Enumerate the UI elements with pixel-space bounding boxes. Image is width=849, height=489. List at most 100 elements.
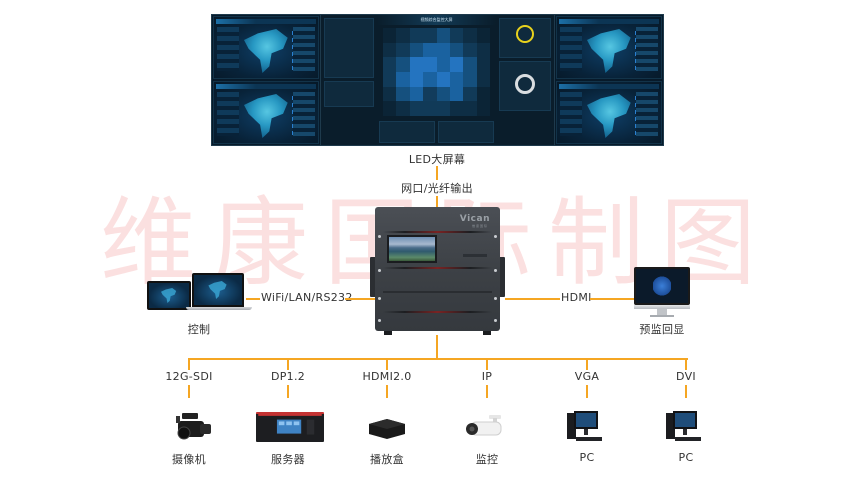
mosaic-cell bbox=[476, 101, 490, 116]
mosaic-cell bbox=[436, 72, 450, 87]
map-dashboard-panel bbox=[556, 81, 662, 144]
input-interface-label: 12G-SDI bbox=[165, 370, 213, 383]
mosaic-cell bbox=[463, 28, 477, 43]
input-branch-line bbox=[386, 358, 388, 370]
preview-link-line-right bbox=[590, 298, 634, 300]
mosaic-cell bbox=[409, 42, 424, 58]
desktop-pc-icon bbox=[666, 411, 701, 441]
monitor-neck bbox=[657, 309, 667, 315]
processor-brand-sub: 维康国际 bbox=[471, 224, 488, 228]
preview-label: 预监回显 bbox=[639, 323, 685, 336]
input-branch-line bbox=[386, 385, 388, 398]
mosaic-cell bbox=[396, 86, 410, 102]
mosaic-cell bbox=[436, 101, 450, 116]
mosaic-cell bbox=[436, 86, 450, 102]
rack-ear-left bbox=[370, 257, 376, 297]
monitor-chin bbox=[634, 305, 690, 309]
led-wall-label: LED大屏幕 bbox=[408, 153, 466, 166]
input-device-label: 摄像机 bbox=[172, 453, 206, 466]
desktop-pc-icon bbox=[567, 411, 602, 441]
mosaic-cell bbox=[423, 57, 437, 72]
mosaic-cell bbox=[409, 86, 424, 102]
input-trunk-line bbox=[436, 335, 438, 359]
input-branch-line bbox=[586, 385, 588, 398]
processor-touchscreen bbox=[387, 235, 437, 263]
mosaic-cell bbox=[423, 86, 437, 102]
laptop-base bbox=[186, 307, 252, 310]
mosaic-cell bbox=[463, 72, 477, 87]
mosaic-cell bbox=[476, 57, 490, 72]
input-branch-line bbox=[188, 385, 190, 398]
video-camera-icon bbox=[176, 413, 211, 440]
mosaic-cell bbox=[396, 28, 410, 43]
mosaic-cell bbox=[396, 72, 410, 87]
server-icon bbox=[256, 412, 324, 442]
mosaic-cell bbox=[409, 28, 424, 43]
mosaic-cell bbox=[409, 72, 424, 87]
mosaic-cell bbox=[383, 57, 397, 72]
video-wall-processor: Vican 维康国际 bbox=[370, 207, 505, 335]
input-branch-line bbox=[685, 358, 687, 370]
mosaic-cell bbox=[449, 72, 464, 87]
mosaic-cell bbox=[423, 72, 437, 87]
input-interface-label: IP bbox=[481, 370, 493, 383]
input-interface-label: HDMI2.0 bbox=[362, 370, 412, 383]
mosaic-cell bbox=[423, 42, 437, 58]
laptop-icon bbox=[192, 273, 244, 307]
media-box-icon bbox=[369, 419, 405, 439]
processor-status-bar bbox=[463, 254, 487, 257]
mosaic-cell bbox=[436, 42, 450, 58]
input-interface-label: DP1.2 bbox=[270, 370, 306, 383]
input-branch-line bbox=[188, 358, 190, 370]
output-link-line bbox=[436, 196, 438, 208]
map-dashboard-panel bbox=[213, 16, 319, 79]
input-interface-label: DVI bbox=[676, 370, 696, 383]
control-link-line-left bbox=[246, 298, 260, 300]
mosaic-cell bbox=[476, 42, 490, 58]
input-bus-line bbox=[189, 358, 688, 360]
monitor-foot bbox=[650, 315, 674, 317]
input-device-label: PC bbox=[579, 451, 595, 464]
mosaic-cell bbox=[423, 28, 437, 43]
led-link-line bbox=[436, 166, 438, 180]
input-device-label: 服务器 bbox=[271, 453, 305, 466]
tablet-icon bbox=[147, 281, 191, 310]
input-device-label: PC bbox=[678, 451, 694, 464]
input-device-label: 监控 bbox=[475, 453, 499, 466]
input-device-label: 播放盒 bbox=[370, 453, 404, 466]
mosaic-cell bbox=[423, 101, 437, 116]
mosaic-cell bbox=[463, 86, 477, 102]
processor-brand: Vican bbox=[459, 214, 490, 224]
control-label: 控制 bbox=[187, 323, 211, 336]
mosaic-cell bbox=[436, 28, 450, 43]
input-branch-line bbox=[287, 385, 289, 398]
mosaic-cell bbox=[449, 101, 464, 116]
mosaic-cell bbox=[463, 101, 477, 116]
preview-monitor-icon bbox=[634, 267, 690, 305]
output-link-label: 网口/光纤输出 bbox=[401, 182, 473, 195]
mosaic-cell bbox=[383, 101, 397, 116]
led-wall-right-panels bbox=[555, 15, 663, 145]
dashboard-title: 视频综合监控大屏 bbox=[377, 15, 496, 25]
control-link-line-right bbox=[345, 298, 375, 300]
mosaic-cell bbox=[396, 42, 410, 58]
mosaic-cell bbox=[409, 101, 424, 116]
preview-link-line-left bbox=[505, 298, 560, 300]
input-branch-line bbox=[486, 385, 488, 398]
mosaic-cell bbox=[383, 86, 397, 102]
mosaic-cell bbox=[463, 42, 477, 58]
preview-link-label: HDMI bbox=[561, 291, 592, 304]
led-wall-left-panels bbox=[212, 15, 320, 145]
map-dashboard-panel bbox=[213, 81, 319, 144]
led-video-wall: 视频综合监控大屏 bbox=[211, 14, 664, 146]
mosaic-cell bbox=[449, 28, 464, 43]
rack-ear-right bbox=[499, 257, 505, 297]
mosaic-cell bbox=[409, 57, 424, 72]
mosaic-cell bbox=[396, 101, 410, 116]
mosaic-cell bbox=[449, 42, 464, 58]
control-link-label: WiFi/LAN/RS232 bbox=[261, 291, 353, 304]
led-wall-center-dashboard: 视频综合监控大屏 bbox=[320, 15, 555, 145]
input-branch-line bbox=[586, 358, 588, 370]
mosaic-cell bbox=[476, 86, 490, 102]
mosaic-cell bbox=[383, 72, 397, 87]
